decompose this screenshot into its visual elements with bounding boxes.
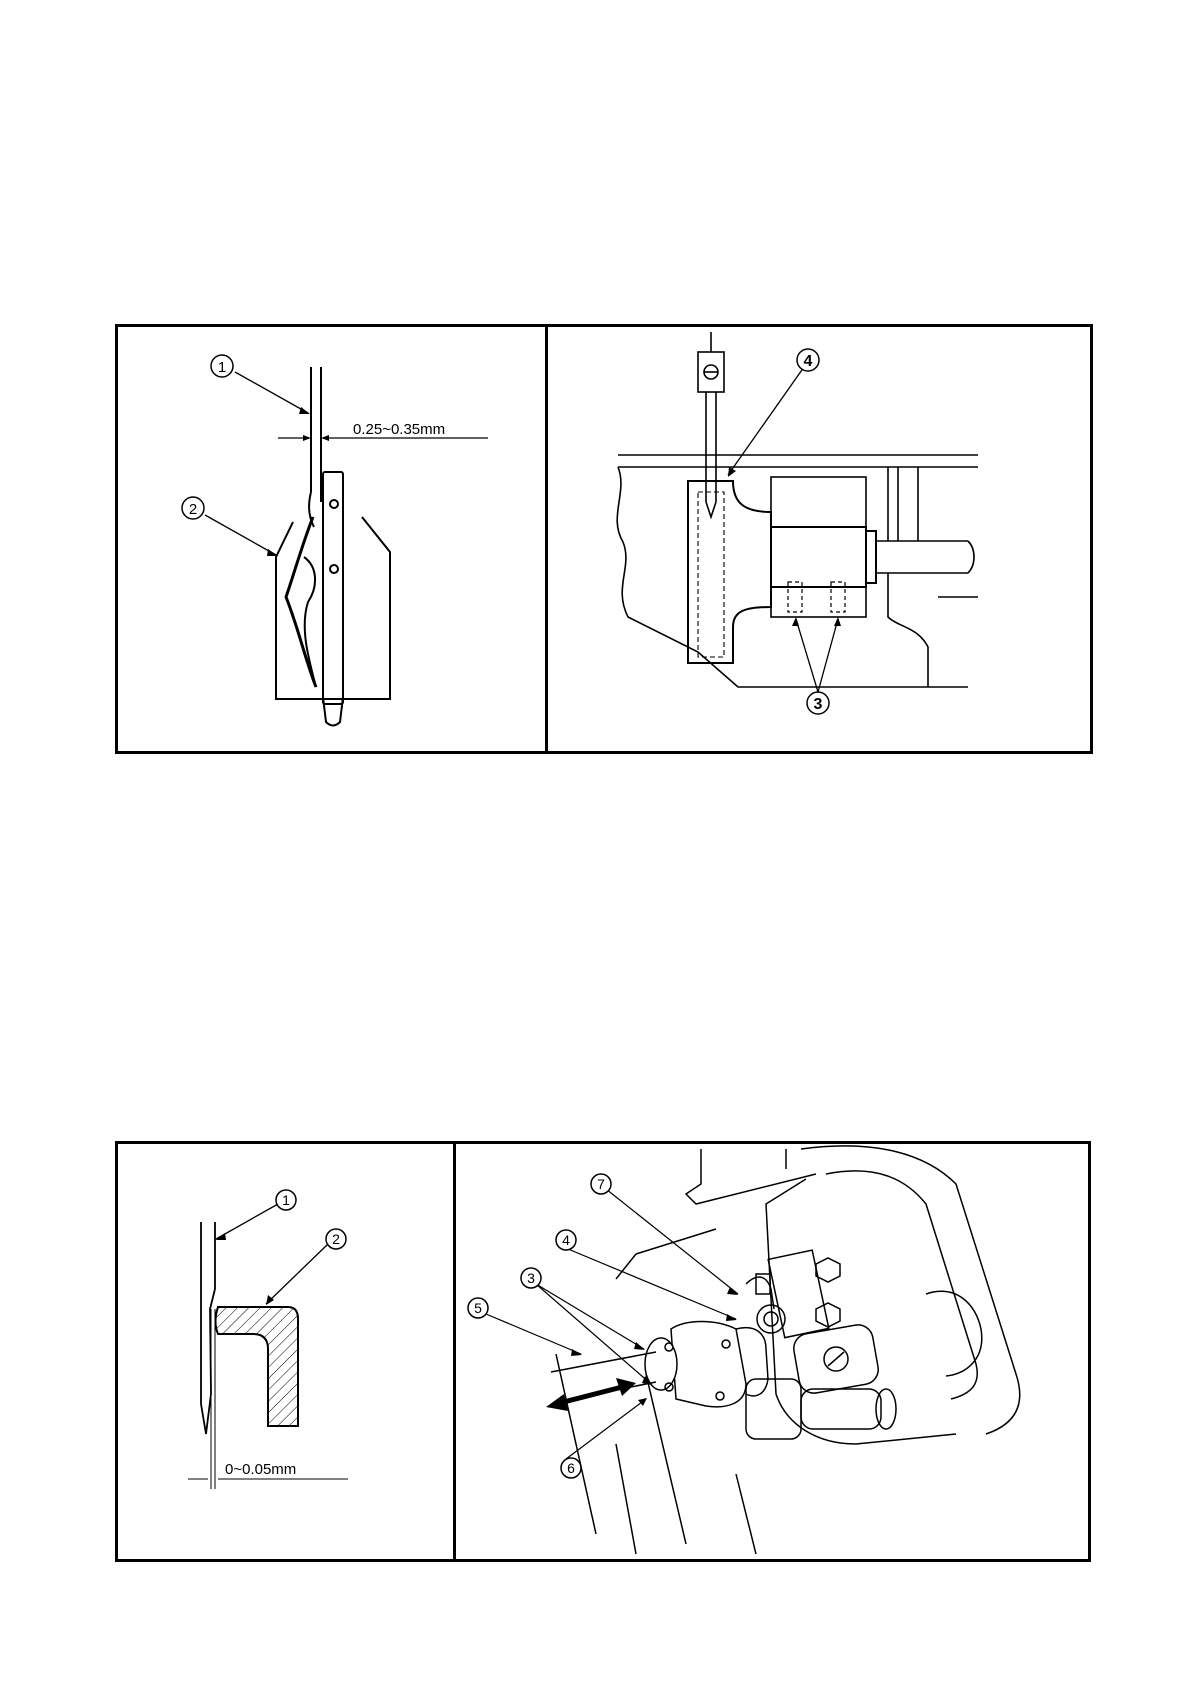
callout-4: 4 [556,1230,576,1250]
svg-text:4: 4 [562,1232,570,1248]
hook-assembly-svg: 4 3 [548,327,1093,751]
callout-2: 2 [326,1229,346,1249]
callout-3: 3 [521,1268,541,1288]
svg-text:2: 2 [189,501,197,518]
svg-text:1: 1 [218,359,226,376]
figure-top: 1 2 0.25~0.35mm [115,324,1093,754]
hook-assembly-diagram: 4 3 [545,327,1093,751]
hook-adjustment-perspective: 7 4 3 5 6 [453,1144,1091,1559]
figure-bottom: 1 2 0~0.05mm [115,1141,1091,1562]
dimension-label: 0.25~0.35mm [353,421,445,438]
needle-hook-clearance-diagram: 1 2 0.25~0.35mm [118,327,545,751]
svg-text:5: 5 [474,1300,482,1316]
callout-7: 7 [591,1174,611,1194]
hook-perspective-svg: 7 4 3 5 6 [456,1144,1091,1559]
callout-4: 4 [797,349,819,371]
callout-2: 2 [182,497,204,519]
svg-text:6: 6 [567,1460,575,1476]
callout-5: 5 [468,1298,488,1318]
svg-text:4: 4 [804,353,813,370]
svg-text:3: 3 [527,1270,535,1286]
callout-1: 1 [211,355,233,377]
svg-text:1: 1 [282,1192,290,1208]
svg-text:3: 3 [814,696,823,713]
adjustment-direction-arrow [546,1378,636,1411]
callout-6: 6 [561,1458,581,1478]
needle-hook-svg: 1 2 0.25~0.35mm [118,327,545,751]
dimension-label: 0~0.05mm [225,1461,296,1478]
svg-text:7: 7 [597,1176,605,1192]
callout-1: 1 [276,1190,296,1210]
needle-gap-svg: 1 2 0~0.05mm [118,1144,453,1559]
callout-3: 3 [807,692,829,714]
svg-text:2: 2 [332,1231,340,1247]
needle-hook-gap-diagram: 1 2 0~0.05mm [118,1144,453,1559]
